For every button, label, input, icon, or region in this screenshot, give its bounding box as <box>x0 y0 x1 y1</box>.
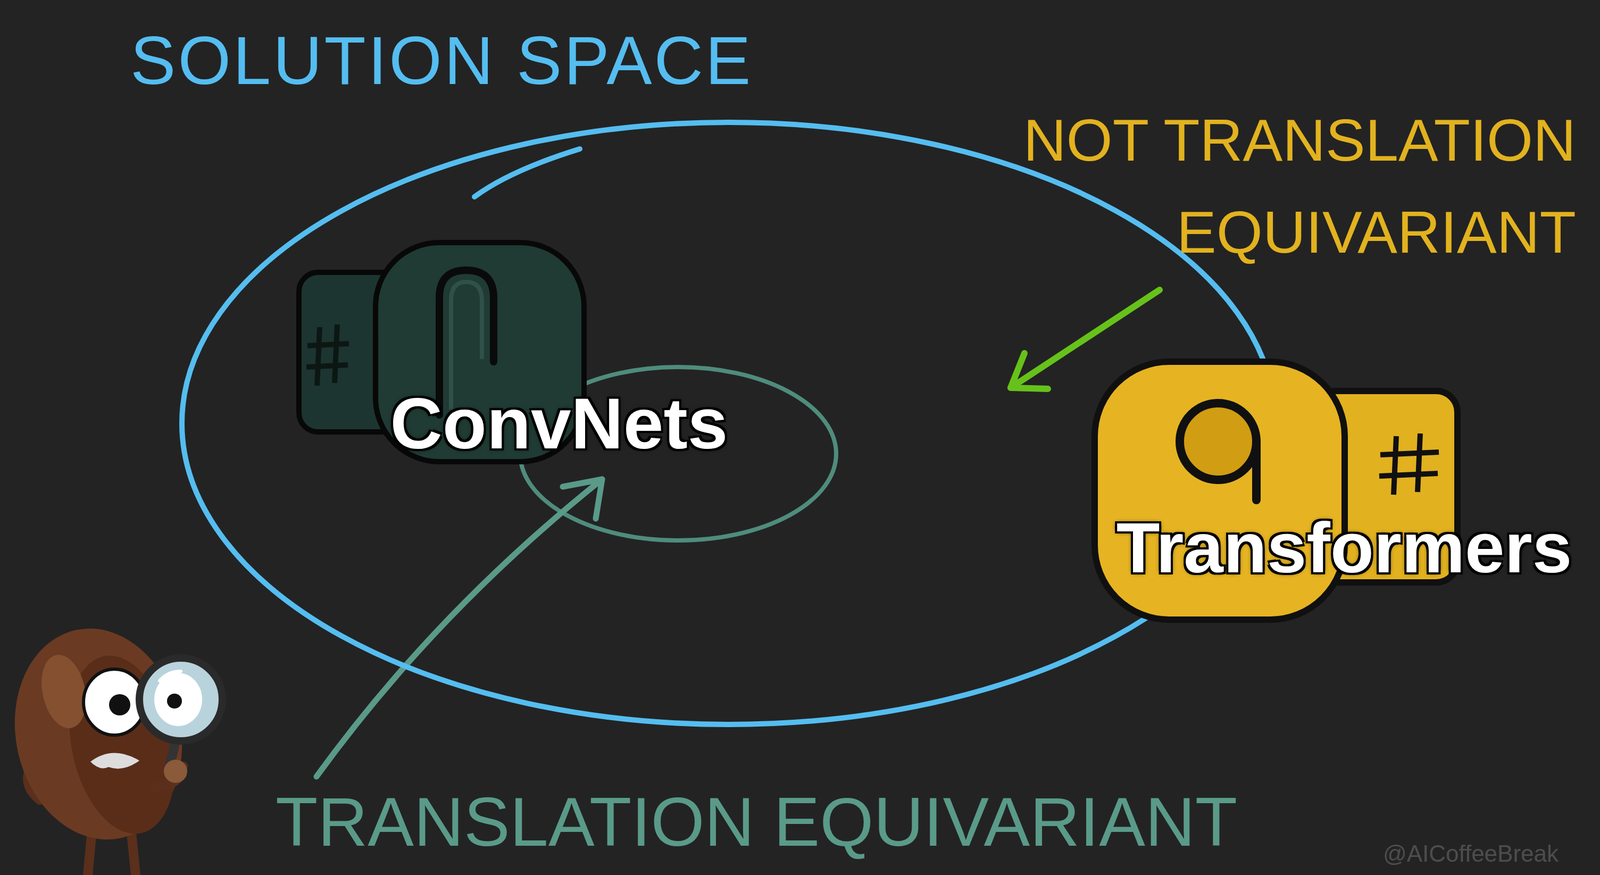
annotation-text: TRANSLATION EQUIVARIANT <box>275 782 1238 863</box>
region-title: SOLUTION SPACE <box>130 21 753 100</box>
model-name: ConvNets <box>390 381 729 465</box>
model-logo-box: ConvNets <box>295 239 743 469</box>
model-logo-box: Transformers <box>1090 340 1591 628</box>
pointer-arrow <box>316 479 603 777</box>
label-holder: @AICoffeeBreak <box>1382 840 1559 868</box>
coffee-bean-mascot <box>0 612 223 875</box>
watermark: @AICoffeeBreak <box>1382 840 1559 868</box>
pen-stroke <box>474 148 580 197</box>
model-name: Transformers <box>1116 506 1572 589</box>
label-holder: NOT TRANSLATION EQUIVARIANT <box>948 94 1577 279</box>
label-holder: TRANSLATION EQUIVARIANT <box>275 782 1238 863</box>
annotation-text: NOT TRANSLATION EQUIVARIANT <box>948 94 1577 279</box>
